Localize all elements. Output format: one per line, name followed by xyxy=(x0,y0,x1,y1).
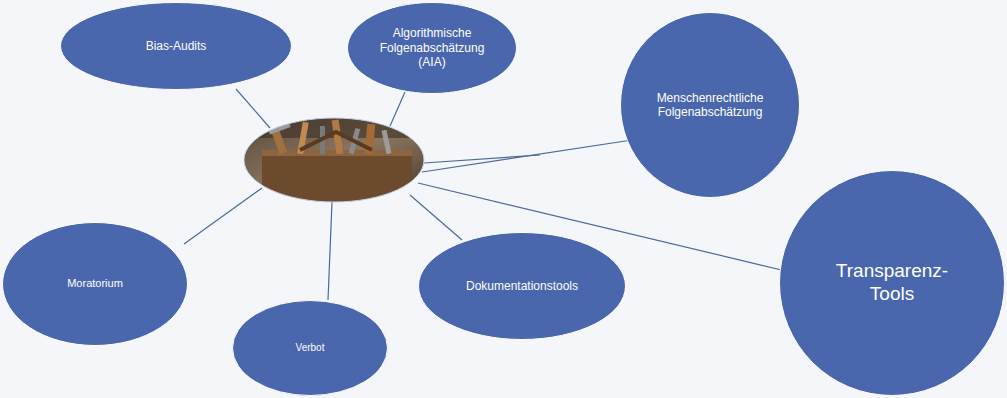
node-label: Bias-Audits xyxy=(93,39,260,53)
node-label: Moratorium xyxy=(30,277,160,290)
node-label: Algorithmische Folgenabschätzung (AIA) xyxy=(369,26,495,69)
ellipse-node: Verbot xyxy=(232,300,388,396)
node-label: Verbot xyxy=(256,342,365,354)
ellipse-node: Moratorium xyxy=(2,222,188,346)
ellipse-node: Bias-Audits xyxy=(60,2,292,90)
node-label: Dokumentationstools xyxy=(445,279,599,293)
node-label: Menschenrechtliche Folgenabschätzung xyxy=(651,91,770,120)
ellipse-node: Algorithmische Folgenabschätzung (AIA) xyxy=(347,2,517,94)
node-label: Transparenz-Tools xyxy=(830,260,954,306)
ellipse-node: Transparenz-Tools xyxy=(779,170,1005,396)
ellipse-node: Menschenrechtliche Folgenabschätzung xyxy=(620,12,800,198)
ellipse-node: Dokumentationstools xyxy=(418,232,626,340)
toolbox-photo xyxy=(244,118,424,202)
